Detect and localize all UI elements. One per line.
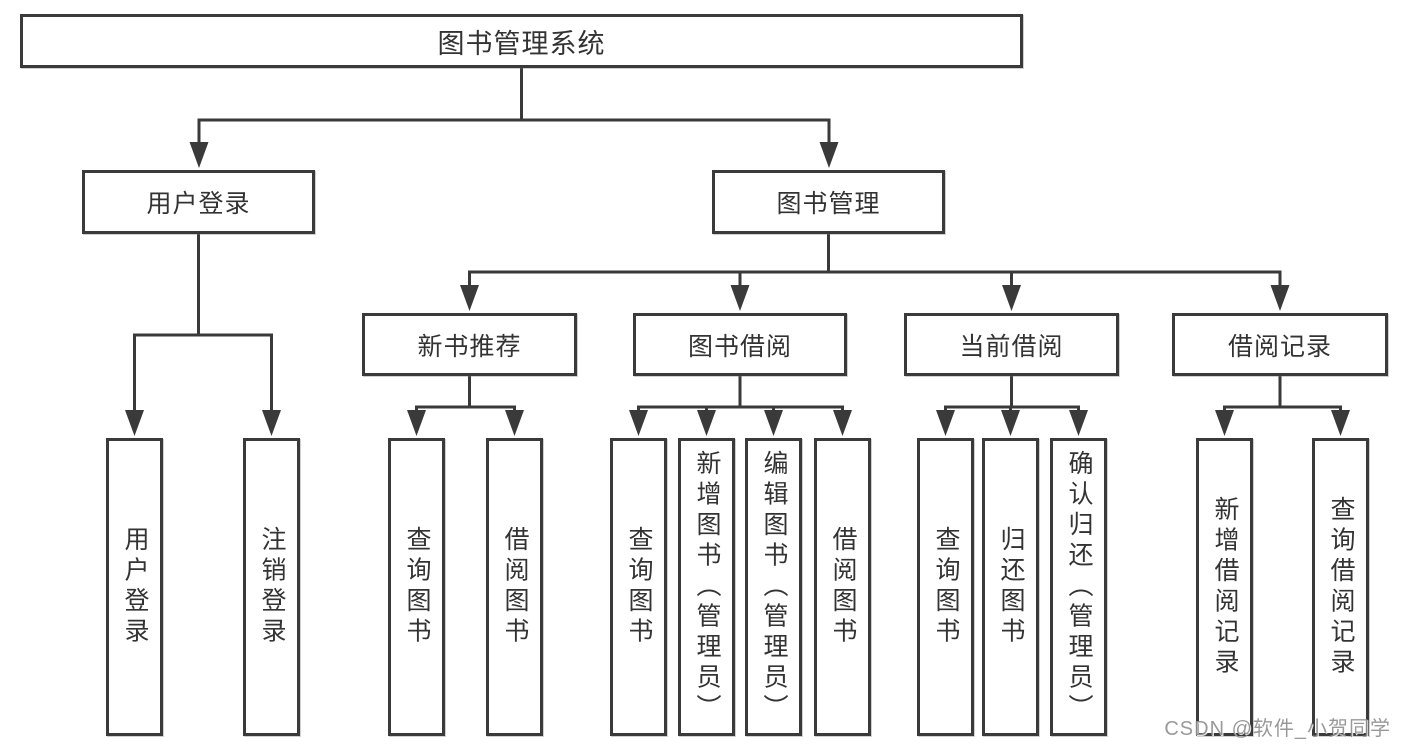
node-new-book-recommend: 新书推荐 [362, 313, 577, 376]
node-current-borrowing: 当前借阅 [904, 313, 1119, 376]
leaf-borrowing-edit-books-admin: 编辑图书（管理员） [745, 438, 802, 736]
node-label: 图书管理 [776, 190, 881, 218]
connector-user-login-to-leaves [125, 234, 281, 436]
connector-book-borrowing-to-leaves [629, 376, 852, 436]
node-label: 当前借阅 [959, 332, 1064, 361]
node-label: 查询图书 [403, 526, 431, 648]
node-label: 新书推荐 [417, 332, 522, 361]
node-label: 图书管理系统 [437, 28, 606, 59]
node-label: 用户登录 [121, 526, 149, 648]
node-label: 图书借阅 [687, 332, 792, 361]
leaf-borrowing-borrow-books: 借阅图书 [814, 438, 871, 736]
node-book-management: 图书管理 [712, 170, 945, 234]
node-user-login: 用户登录 [82, 170, 315, 234]
node-library-management-system: 图书管理系统 [20, 14, 1023, 68]
node-label: 查询图书 [625, 526, 653, 648]
leaf-user-login: 用户登录 [106, 438, 163, 736]
leaf-borrowing-add-books-admin: 新增图书（管理员） [678, 438, 735, 736]
connector-root-to-level2 [189, 68, 839, 168]
connector-new-book-recommend-to-leaves [407, 376, 524, 436]
connector-book-management-to-level3 [460, 234, 1290, 311]
node-label: 归还图书 [997, 526, 1025, 648]
leaf-recommend-borrow-books: 借阅图书 [486, 438, 543, 736]
node-label: 新增借阅记录 [1211, 495, 1239, 679]
leaf-logout: 注销登录 [243, 438, 300, 736]
leaf-records-add-borrow-record: 新增借阅记录 [1196, 438, 1253, 736]
leaf-current-confirm-return-admin: 确认归还（管理员） [1050, 438, 1107, 736]
node-label: 确认归还（管理员） [1065, 449, 1093, 725]
node-book-borrowing: 图书借阅 [633, 313, 847, 376]
csdn-watermark: CSDN @软件_小贺同学 [1164, 718, 1391, 740]
node-label: 用户登录 [146, 190, 251, 218]
connector-current-borrowing-to-leaves [936, 376, 1088, 436]
node-label: 查询借阅记录 [1327, 495, 1355, 679]
leaf-records-query-borrow-record: 查询借阅记录 [1312, 438, 1369, 736]
node-label: 借阅图书 [501, 526, 529, 648]
node-label: 编辑图书（管理员） [760, 449, 788, 725]
leaf-recommend-query-books: 查询图书 [388, 438, 445, 736]
leaf-current-return-books: 归还图书 [982, 438, 1039, 736]
node-label: 查询图书 [932, 526, 960, 648]
connector-borrowing-records-to-leaves [1215, 376, 1350, 436]
leaf-current-query-books: 查询图书 [917, 438, 974, 736]
node-label: 借阅图书 [829, 526, 857, 648]
leaf-borrowing-query-books: 查询图书 [610, 438, 667, 736]
node-label: 新增图书（管理员） [693, 449, 721, 725]
node-label: 借阅记录 [1227, 332, 1332, 361]
node-borrowing-records: 借阅记录 [1172, 313, 1388, 376]
node-label: 注销登录 [258, 526, 286, 648]
